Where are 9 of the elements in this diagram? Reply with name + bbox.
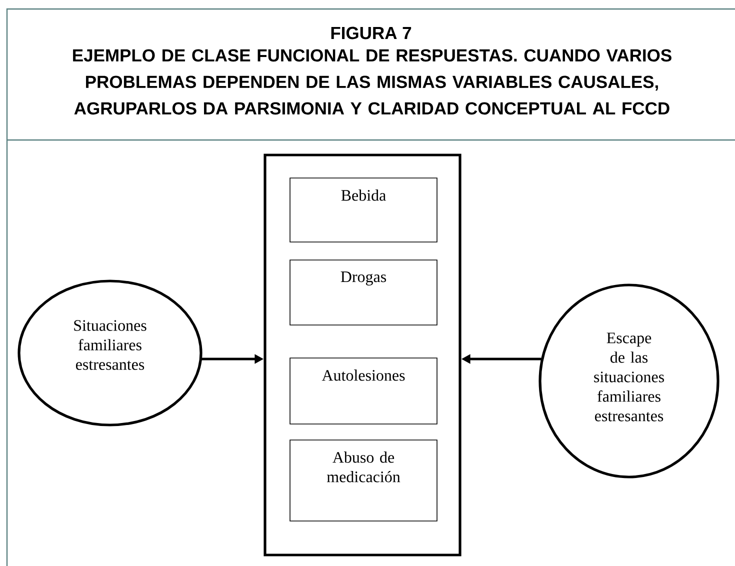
figure-title: EJEMPLO DE CLASE FUNCIONAL DE RESPUESTAS. CUANDO VARIOS PROBLEMAS DEPENDEN DE LAS MISMAS VARIABLES CAUSALES, AGRUPARLOS DA PARSIMONIA Y CLARIDAD CONCEPTUAL AL FCCD [73,49,672,115]
figure-number: FIGURA 7 [331,26,412,40]
behavior-box: Bebida [290,178,438,242]
behavior-box: Autolesiones [290,358,438,424]
ellipse-node: Situaciones familiares estresantes [18,280,202,426]
behavior-box: Abuso de medicación [290,440,438,522]
behavior-box: Drogas [290,260,438,326]
ellipse-node: Escape de las situaciones familiares estresantes [538,284,720,478]
group-box [264,154,462,556]
